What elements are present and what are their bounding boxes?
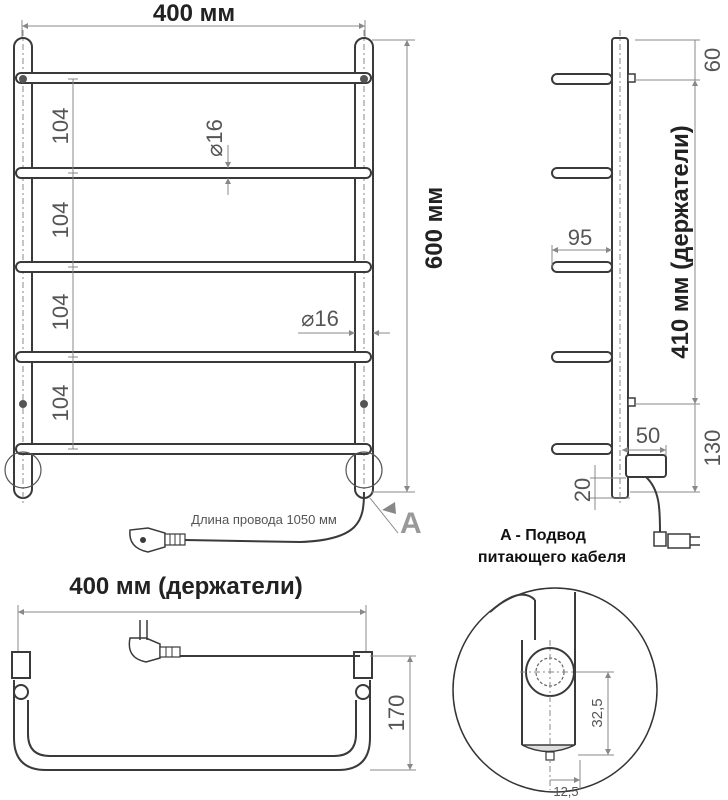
crossbar-4	[15, 351, 372, 363]
spacing-label-2: 104	[48, 202, 73, 239]
spacing-label-4: 104	[48, 385, 73, 422]
bottom-offset-label: 130	[700, 430, 725, 467]
top-u-rail-inner	[27, 700, 357, 757]
mount-screw-bottom-left	[19, 400, 27, 408]
top-view: 400 мм (держатели) 170	[11, 573, 416, 771]
side-power-plug-icon	[653, 531, 700, 549]
detail-endcap	[521, 744, 576, 753]
top-power-plug-icon	[128, 620, 181, 663]
top-offset-label: 60	[700, 48, 725, 72]
top-depth-label: 170	[384, 695, 409, 732]
side-heater-box	[625, 454, 667, 478]
detail-view-a: 32,5 12,5	[452, 587, 658, 799]
crossbar-1	[15, 72, 372, 84]
power-cable	[184, 491, 365, 544]
top-width-label: 400 мм (держатели)	[69, 573, 303, 600]
depth-label: 95	[568, 225, 592, 250]
top-right-mount	[353, 651, 373, 679]
front-width-label: 400 мм	[153, 0, 235, 27]
view-marker-label: A	[400, 507, 422, 540]
spacing-label-3: 104	[48, 294, 73, 331]
mount-screw-bottom-right	[360, 400, 368, 408]
box-height-label: 20	[570, 478, 595, 502]
side-mount-stub	[627, 397, 636, 407]
front-height-label: 600 мм	[421, 187, 448, 269]
cable-length-label: Длина провода 1050 мм	[191, 512, 337, 527]
holders-span-label: 410 мм (держатели)	[667, 125, 694, 359]
view-marker-leader	[369, 497, 399, 534]
mount-screw-top-right	[360, 75, 368, 83]
detail-pipe-bend	[489, 593, 536, 613]
side-view: 60 410 мм (держатели) 95 50 130 20	[551, 30, 725, 549]
top-left-bracket-joint	[13, 684, 29, 700]
side-bracket-4	[551, 351, 613, 363]
crossbar-2	[15, 167, 372, 179]
view-marker-arrow	[382, 502, 396, 514]
side-bracket-2	[551, 167, 613, 179]
detail-circle-right	[345, 451, 383, 489]
detail-circle-left	[4, 451, 42, 489]
detail-caption-line1: A - Подвод	[500, 527, 586, 544]
detail-cable-exit	[545, 751, 555, 761]
diameter-label-1: ⌀16	[202, 119, 227, 157]
detail-width-label: 12,5	[553, 784, 578, 799]
crossbar-5	[15, 443, 372, 455]
diameter-label-2: ⌀16	[301, 306, 339, 331]
top-right-bracket-joint	[355, 684, 371, 700]
top-left-mount	[11, 651, 31, 679]
front-view: 400 мм 104 104 104 104 ⌀16	[4, 0, 448, 553]
detail-caption-line2: питающего кабеля	[478, 549, 626, 566]
side-power-cable	[645, 476, 661, 533]
mount-screw-top-left	[19, 75, 27, 83]
detail-boundary-circle	[452, 587, 658, 793]
spacing-label-1: 104	[48, 108, 73, 145]
side-bracket-5	[551, 443, 613, 455]
side-bracket-1	[551, 73, 636, 85]
side-bracket-3	[551, 261, 613, 273]
top-u-rail-outer	[13, 680, 371, 771]
power-plug-icon	[129, 527, 186, 553]
box-width-label: 50	[636, 423, 660, 448]
detail-height-label: 32,5	[589, 698, 606, 727]
crossbar-3	[15, 261, 372, 273]
